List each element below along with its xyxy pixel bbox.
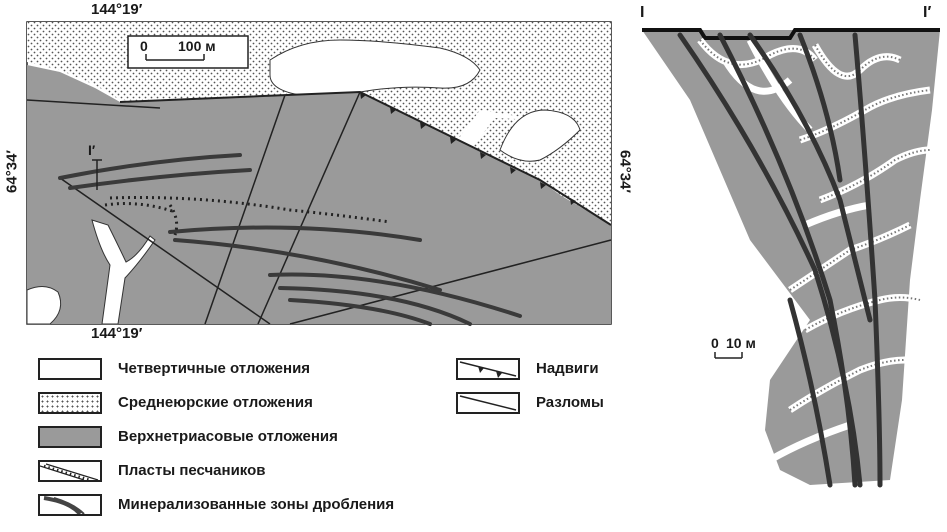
- map-scale-value: 100 м: [178, 38, 216, 54]
- sandstone-band-3: [104, 202, 176, 214]
- cross-section: I I′ 0 10 м: [640, 0, 947, 532]
- section-scale-value: 10 м: [726, 335, 756, 351]
- triassic-body: [27, 65, 611, 324]
- legend-label-mineralized: Минерализованные зоны дробления: [118, 496, 395, 513]
- thrust-line: [119, 90, 612, 226]
- legend-swatch-sandstone: [38, 460, 102, 482]
- coord-top: 144°19′: [91, 1, 143, 18]
- legend-swatch-quaternary: [38, 358, 102, 380]
- map-canvas: [26, 21, 612, 326]
- legend-label-sandstone: Пласты песчаников: [118, 462, 266, 479]
- geologic-map: 144°19′ 144°19′ 64°34′ 64°34′ 0 100 м I′: [0, 0, 634, 342]
- section-surface: [642, 28, 940, 40]
- legend-swatch-thrusts: [456, 358, 520, 380]
- section-faults: [677, 32, 883, 488]
- quaternary-lens-right: [499, 109, 581, 162]
- legend-swatch-faults: [456, 392, 520, 414]
- legend: Четвертичные отложения Среднеюрские отло…: [0, 352, 640, 532]
- legend-swatch-triassic: [38, 426, 102, 448]
- quaternary-channel: [91, 219, 156, 325]
- section-start-label: I: [640, 4, 645, 21]
- legend-label-triassic: Верхнетриасовые отложения: [118, 428, 338, 445]
- thrust-teeth: [360, 92, 576, 205]
- mineralized-zones: [58, 153, 522, 326]
- fault-lines: [26, 91, 612, 325]
- quaternary-pocket: [26, 286, 62, 325]
- legend-label-faults: Разломы: [536, 394, 604, 411]
- coord-bottom: 144°19′: [91, 325, 143, 342]
- legend-label-quaternary: Четвертичные отложения: [118, 360, 311, 377]
- coord-right: 64°34′: [616, 150, 634, 193]
- legend-label-jurassic: Среднеюрские отложения: [118, 394, 313, 411]
- sandstone-band-1: [109, 196, 391, 224]
- coord-left: 64°34′: [3, 150, 21, 193]
- legend-label-thrusts: Надвиги: [536, 360, 599, 377]
- legend-swatch-jurassic: [38, 392, 102, 414]
- legend-swatch-mineralized: [38, 494, 102, 516]
- map-scale-box: [127, 35, 249, 69]
- map-scale-zero: 0: [140, 38, 148, 54]
- section-scale-zero: 0: [711, 335, 719, 351]
- section-end-label: I′: [923, 4, 932, 21]
- section-canvas: [642, 28, 940, 488]
- section-marker-label: I′: [88, 142, 96, 158]
